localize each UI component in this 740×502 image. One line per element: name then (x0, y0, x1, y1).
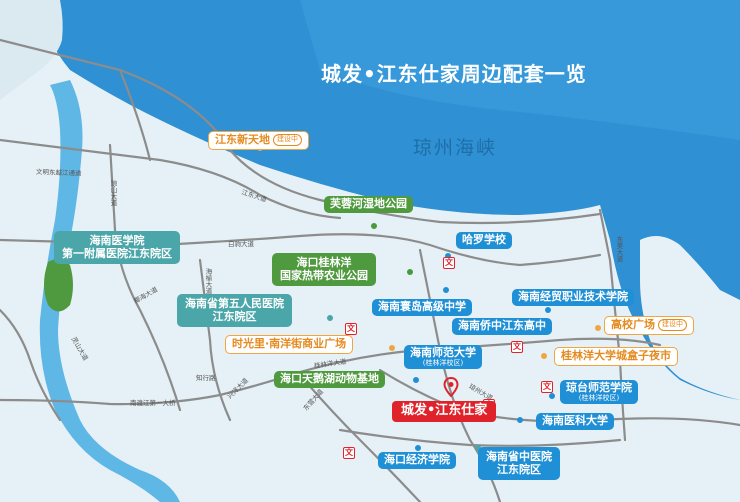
school-mark-icon: 文 (443, 257, 455, 269)
status-tag: 建设中 (658, 319, 687, 331)
road-lower (338, 428, 622, 447)
label-text: 高校广场 (611, 318, 655, 331)
school-mark-icon: 文 (345, 323, 357, 335)
label-jiangdong-xintiandi: 江东新天地建设中 (208, 131, 309, 150)
map-title: 城发•江东仕家周边配套一览 (321, 62, 587, 86)
marker-furong (371, 223, 377, 229)
label-haluo-school: 哈罗学校 (456, 232, 512, 249)
label-line1: 海南省第五人民医院 (185, 297, 284, 310)
school-mark-icon: 文 (511, 341, 523, 353)
marker-qiongtai (549, 393, 555, 399)
label-economic-college: 海口经济学院 (378, 452, 456, 469)
road-label-dongmei: 东美大道 (615, 236, 623, 262)
label-shiguangli-plaza: 时光里·南洋街商业广场 (225, 335, 354, 354)
label-fifth-hospital: 海南省第五人民医院 江东院区 (177, 294, 292, 328)
label-medical-university: 海南医科大学 (536, 413, 614, 430)
label-qiongtai-college: 琼台师范学院 (桂林洋校区) (560, 380, 638, 405)
label-line2: 江东院区 (497, 462, 541, 476)
label-line2: 江东院区 (212, 309, 257, 323)
marker-shiguangli (389, 345, 395, 351)
road-label-wenming: 文明东越江通道 (35, 168, 82, 178)
status-tag: 建设中 (273, 134, 302, 146)
road-west (0, 308, 62, 422)
marker-fifth-hosp (327, 315, 333, 321)
sea-highlight (300, 0, 740, 140)
school-mark-icon: 文 (343, 447, 355, 459)
road-label-baiju: 白驹大道 (228, 240, 254, 248)
label-tcm-hospital: 海南省中医院 江东院区 (478, 447, 560, 481)
road-label-haidian: 海榆大道 (204, 268, 212, 294)
road-north (118, 68, 152, 162)
label-sub: (桂林洋校区) (578, 393, 620, 402)
road-dingtai (198, 258, 232, 422)
label-line2: 国家热带农业公园 (280, 268, 368, 282)
label-normal-university: 海南师范大学 (桂林洋校区) (404, 345, 482, 370)
marker-trade-college (545, 307, 551, 313)
marker-jianao (443, 287, 449, 293)
school-mark-icon: 文 (541, 381, 553, 393)
label-line1: 海口桂林洋 (296, 256, 352, 269)
marker-normal-univ (413, 377, 419, 383)
label-furong-wetland: 芙蓉河湿地公园 (324, 196, 413, 213)
marker-economic (415, 445, 421, 451)
land-west (0, 0, 63, 100)
label-line1: 海南医学院 (89, 234, 145, 247)
label-text: 海南师范大学 (410, 346, 476, 359)
label-line2: 第一附属医院江东院区 (62, 246, 172, 260)
road-dongying (298, 373, 422, 502)
label-swan-zoo: 海口天鹅湖动物基地 (274, 371, 385, 388)
road-jiangdong (0, 38, 602, 225)
marker-haluo (445, 253, 451, 259)
strait-label: 琼州海峡 (413, 137, 498, 159)
label-gaoxiao-plaza: 高校广场建设中 (604, 316, 694, 335)
label-project: 城发•江东仕家 (392, 401, 497, 422)
road-guilinyang (0, 337, 662, 406)
label-qiaozhong-school: 海南侨中江东高中 (452, 318, 552, 335)
road-label-zhiguang: 知行路 (196, 374, 216, 382)
river-island (44, 259, 73, 312)
label-text: 琼台师范学院 (566, 381, 632, 394)
marker-guilinyang (407, 269, 413, 275)
label-night-market: 桂林洋大学城盒子夜市 (554, 347, 678, 366)
road-label-nandu-bridge: 南渡江第一大桥 (130, 399, 176, 407)
river (39, 80, 180, 502)
label-sub: (桂林洋校区) (422, 358, 464, 367)
marker-medical-univ (517, 417, 523, 423)
project-pin-icon (443, 377, 459, 397)
marker-gaoxiao (595, 325, 601, 331)
label-text: 江东新天地 (215, 133, 270, 146)
road-label-qiongshan: 琼山大道 (109, 180, 117, 206)
marker-night-market (541, 353, 547, 359)
label-jianao-school: 海南寰岛高级中学 (372, 299, 472, 316)
label-guilinyang-park: 海口桂林洋 国家热带农业公园 (272, 253, 376, 287)
label-hainan-medical-hospital: 海南医学院 第一附属医院江东院区 (54, 231, 180, 265)
label-line1: 海南省中医院 (486, 450, 552, 463)
label-trade-college: 海南经贸职业技术学院 (512, 289, 634, 306)
road-wenming (0, 138, 342, 220)
